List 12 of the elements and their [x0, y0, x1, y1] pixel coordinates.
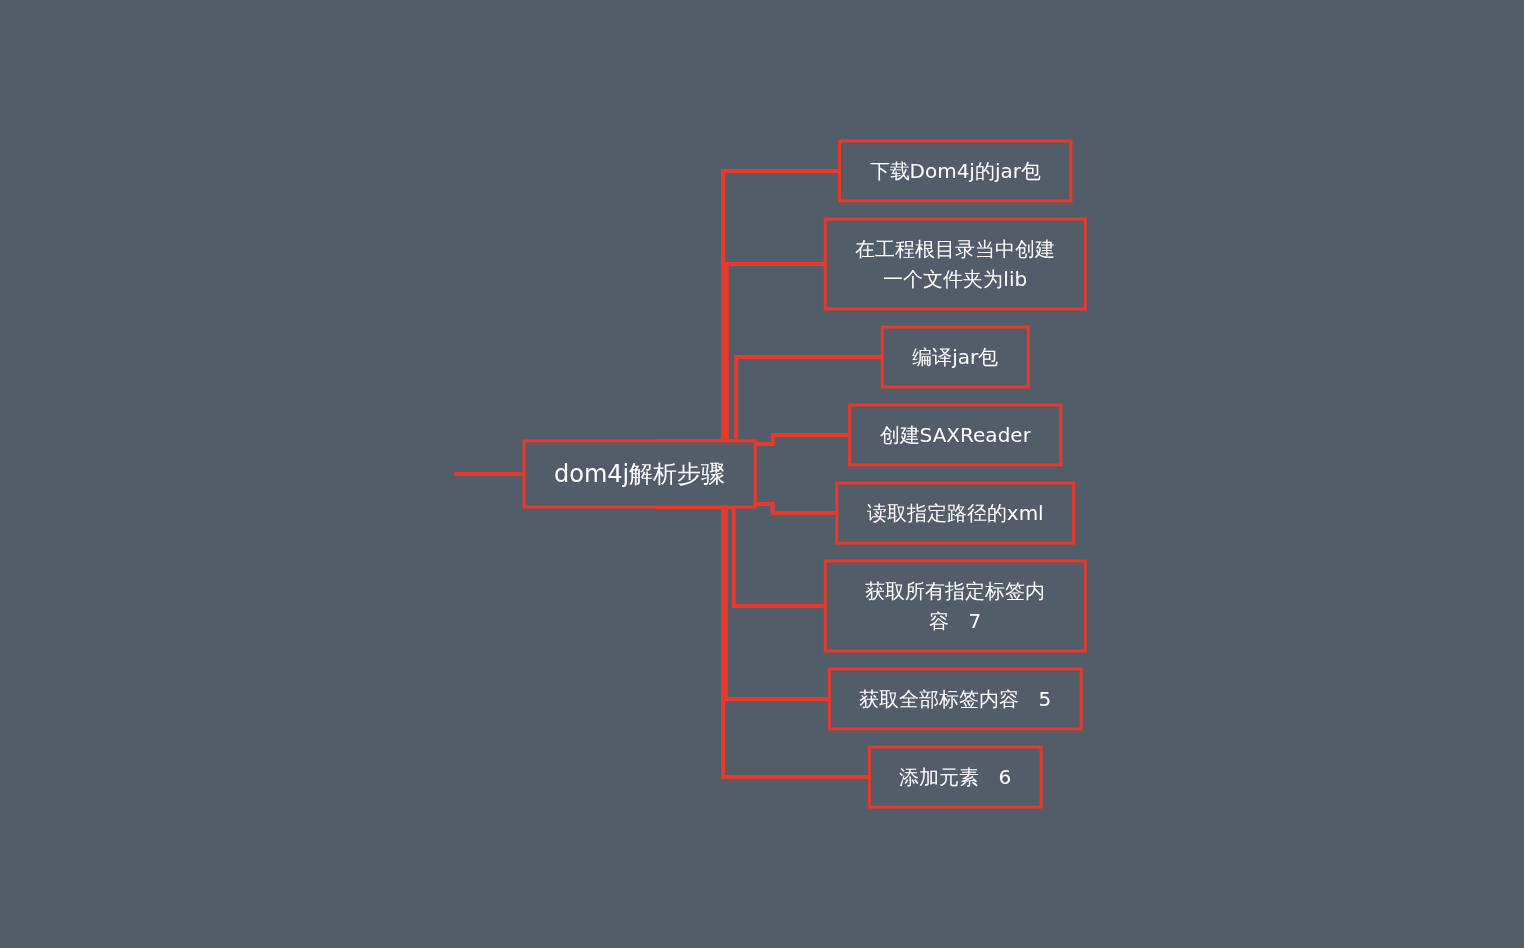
node-box: 编译jar包 — [880, 325, 1030, 389]
node-box: 获取所有指定标签内容 7 — [823, 559, 1087, 653]
node-box: 创建SAXReader — [848, 403, 1063, 467]
node-box: 在工程根目录当中创建一个文件夹为lib — [823, 217, 1087, 311]
connector — [755, 501, 837, 515]
connector — [755, 433, 850, 447]
connector — [453, 472, 524, 476]
node-box: dom4j解析步骤 — [522, 439, 757, 509]
node-box: 读取指定路径的xml — [835, 481, 1076, 545]
node-box: 获取全部标签内容 5 — [827, 667, 1083, 731]
node-box: 下载Dom4j的jar包 — [837, 139, 1073, 203]
node-box: 添加元素 6 — [867, 745, 1043, 809]
